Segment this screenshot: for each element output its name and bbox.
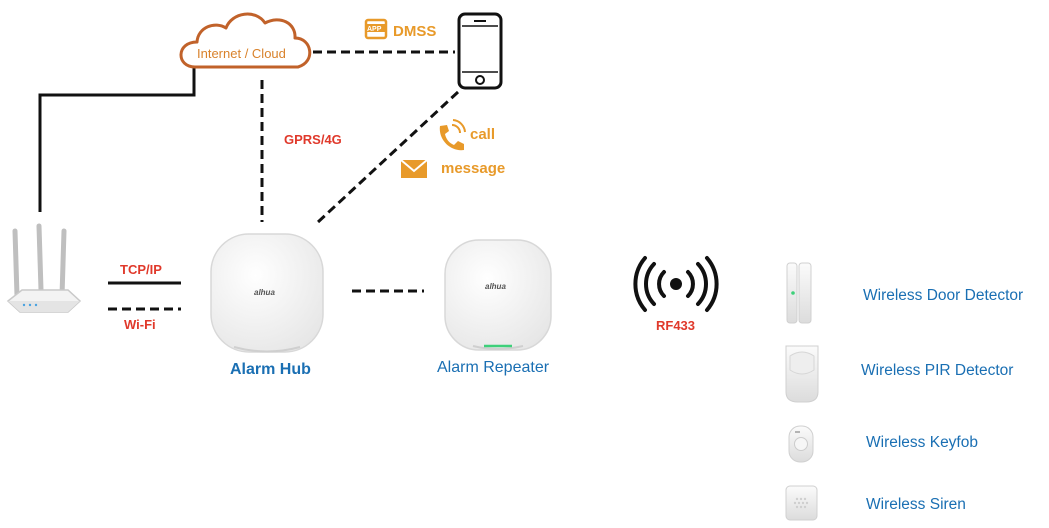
keyfob-icon xyxy=(788,425,814,463)
app-badge-label: APP xyxy=(367,26,382,33)
wifi-label: Wi-Fi xyxy=(124,317,156,332)
door-detector-icon xyxy=(786,262,812,324)
door-detector-label: Wireless Door Detector xyxy=(863,287,1024,304)
envelope-icon xyxy=(400,159,428,178)
phone-hub-link xyxy=(316,90,460,224)
tcpip-label: TCP/IP xyxy=(120,262,162,277)
pir-detector-icon xyxy=(785,345,819,403)
hub-brand-logo: alhua xyxy=(254,288,275,297)
siren-label: Wireless Siren xyxy=(866,496,966,513)
message-label: message xyxy=(441,160,506,177)
keyfob-label: Wireless Keyfob xyxy=(866,434,978,451)
cloud-icon xyxy=(179,12,312,69)
rf433-label: RF433 xyxy=(656,318,696,333)
smartphone-icon xyxy=(457,12,503,90)
alarm-hub-label: Alarm Hub xyxy=(230,361,311,378)
call-label: call xyxy=(470,126,496,143)
alarm-repeater-icon xyxy=(444,239,552,351)
pir-detector-label: Wireless PIR Detector xyxy=(861,362,1014,379)
repeater-brand-logo: alhua xyxy=(485,282,506,291)
siren-icon xyxy=(785,485,818,521)
cloud-label: Internet / Cloud xyxy=(197,46,286,61)
gprs-label: GPRS/4G xyxy=(284,132,342,147)
dmss-label: DMSS xyxy=(393,23,437,40)
alarm-repeater-label: Alarm Repeater xyxy=(437,359,550,376)
app-icon xyxy=(364,18,388,40)
phone-call-icon xyxy=(439,119,466,151)
alarm-hub-icon xyxy=(210,233,324,353)
rf-signal-icon xyxy=(633,256,719,312)
router-icon xyxy=(6,223,82,313)
router-cloud-link xyxy=(38,55,196,212)
